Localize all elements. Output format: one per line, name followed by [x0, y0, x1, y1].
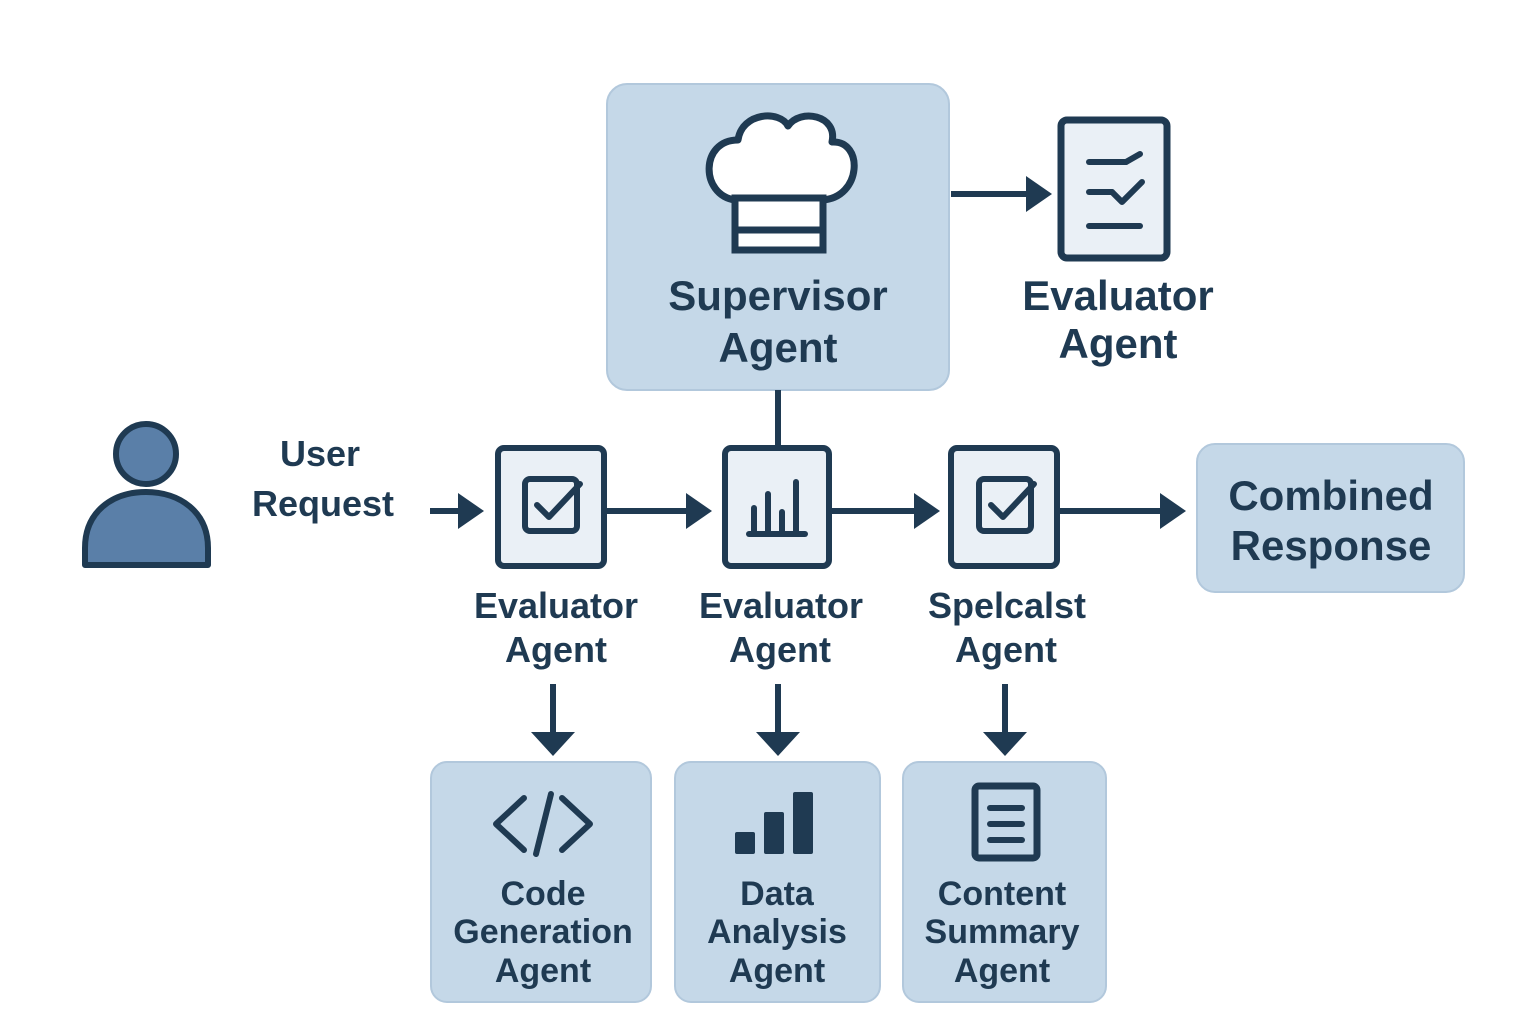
user-icon	[82, 421, 211, 568]
combined-label-1: Combined	[1228, 472, 1433, 519]
connectors	[430, 176, 1186, 756]
evaluator-top-label-1: Evaluator	[1022, 272, 1213, 319]
code-generation-label-3: Agent	[495, 952, 591, 990]
arrow-user-to-evaluator-1	[430, 493, 484, 529]
evaluator-agent-2-node[interactable]: Evaluator Agent	[699, 445, 863, 670]
evaluator-2-label-2: Agent	[729, 629, 831, 670]
user-label-1: User	[280, 433, 360, 474]
arrow-evaluator-2-to-data-analysis	[756, 684, 800, 756]
combined-label-2: Response	[1231, 522, 1432, 569]
evaluator-1-tile	[495, 445, 607, 569]
evaluator-agent-1-node[interactable]: Evaluator Agent	[474, 445, 638, 670]
arrow-evaluator-2-to-specialist	[829, 493, 940, 529]
data-analysis-label-1: Data	[740, 875, 815, 913]
supervisor-label-2: Agent	[719, 324, 838, 371]
evaluator-2-tile	[722, 445, 832, 569]
evaluator-top-label-2: Agent	[1059, 320, 1178, 367]
arrow-supervisor-to-evaluator	[951, 176, 1052, 212]
content-summary-agent-node[interactable]: Content Summary Agent	[902, 761, 1107, 1003]
bar-chart-icon	[746, 479, 808, 537]
arrow-evaluator-1-to-evaluator-2	[604, 493, 712, 529]
code-generation-label-1: Code	[501, 875, 586, 913]
content-summary-label-2: Summary	[925, 913, 1080, 951]
code-generation-agent-node[interactable]: Code Generation Agent	[430, 761, 652, 1003]
code-icon	[493, 791, 593, 857]
arrow-evaluator-1-to-code-generation	[531, 684, 575, 756]
evaluator-1-label-1: Evaluator	[474, 585, 638, 626]
data-analysis-agent-node[interactable]: Data Analysis Agent	[674, 761, 881, 1003]
checkbox-icon	[522, 476, 583, 534]
content-summary-box	[902, 761, 1107, 1003]
checklist-icon	[1057, 116, 1171, 262]
specialist-tile	[948, 445, 1060, 569]
arrow-specialist-to-content-summary	[983, 684, 1027, 756]
chef-hat-icon	[705, 112, 858, 254]
content-summary-label-1: Content	[938, 875, 1066, 913]
supervisor-agent-node[interactable]: Supervisor Agent	[606, 83, 950, 391]
content-summary-label-3: Agent	[954, 952, 1050, 990]
arrow-specialist-to-combined	[1057, 493, 1186, 529]
combined-response-box	[1196, 443, 1465, 593]
data-analysis-label-3: Agent	[729, 952, 825, 990]
bar-chart-icon	[735, 792, 813, 854]
specialist-label-1: Spelcalst	[928, 585, 1086, 626]
code-generation-label-2: Generation	[453, 913, 632, 951]
specialist-agent-node[interactable]: Spelcalst Agent	[928, 445, 1086, 670]
evaluator-agent-top-node[interactable]: Evaluator Agent	[1022, 116, 1214, 367]
user-node[interactable]: User Request	[82, 421, 394, 568]
combined-response-node[interactable]: Combined Response	[1196, 443, 1465, 593]
specialist-label-2: Agent	[955, 629, 1057, 670]
supervisor-label-1: Supervisor	[668, 272, 887, 319]
data-analysis-label-2: Analysis	[707, 913, 847, 951]
user-label-2: Request	[252, 483, 394, 524]
data-analysis-box	[674, 761, 881, 1003]
evaluator-1-label-2: Agent	[505, 629, 607, 670]
evaluator-2-label-1: Evaluator	[699, 585, 863, 626]
checkbox-icon	[976, 476, 1037, 534]
code-generation-box	[430, 761, 652, 1003]
document-icon	[971, 782, 1041, 862]
